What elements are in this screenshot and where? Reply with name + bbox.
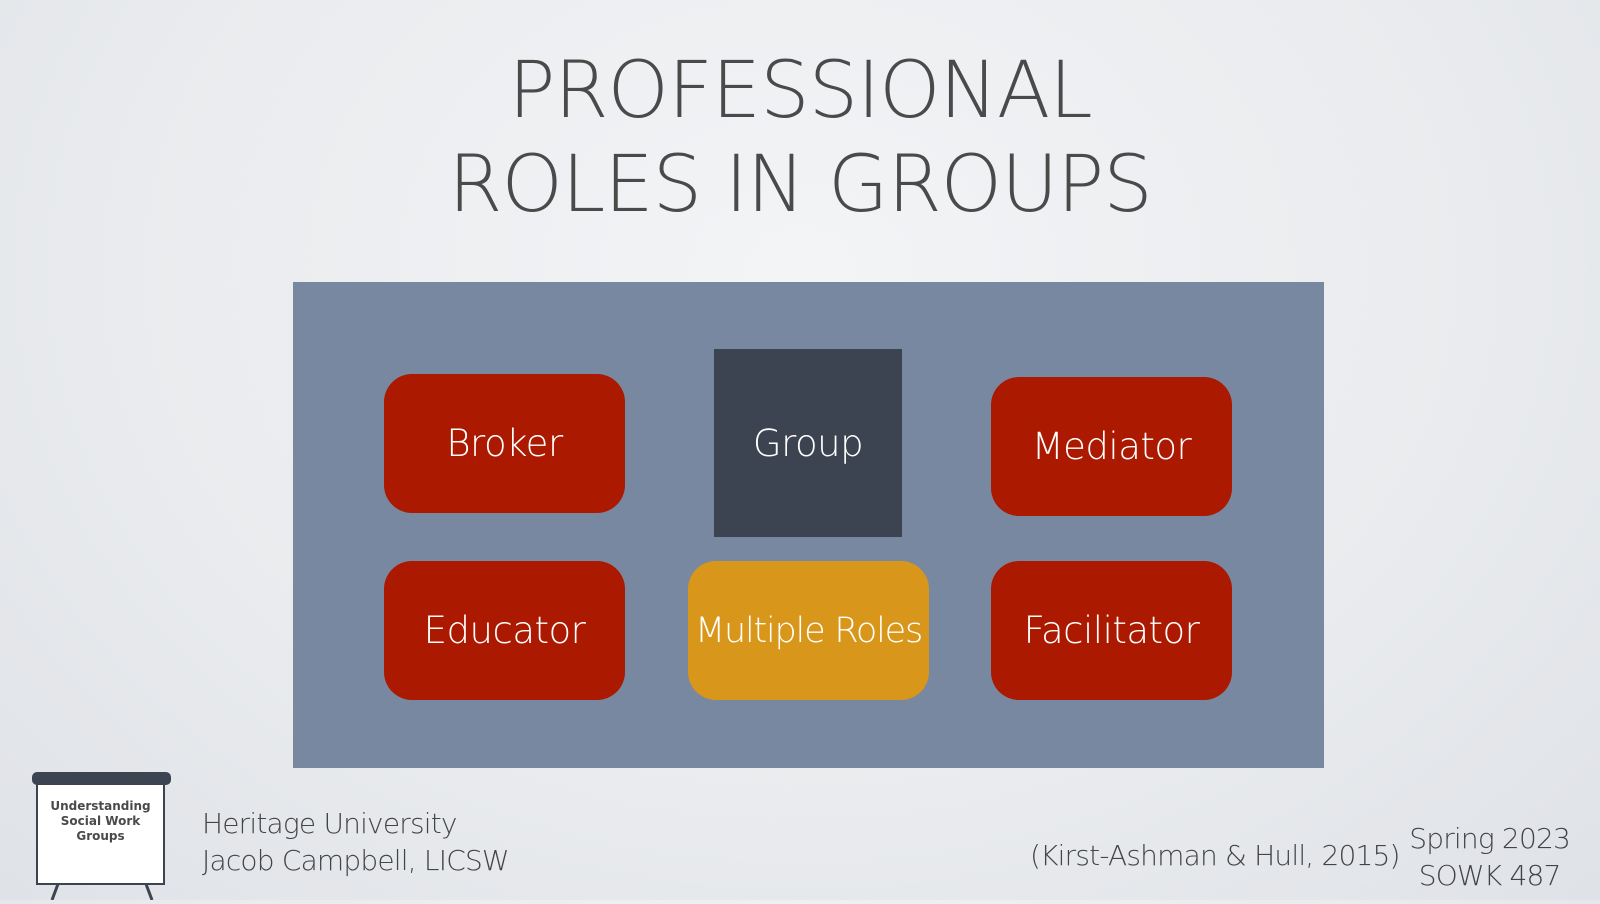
easel-presentation-icon: Understanding Social Work Groups <box>30 772 174 901</box>
role-multiple-roles: Multiple Roles <box>688 561 929 700</box>
easel-text-line-2: Social Work <box>60 814 141 828</box>
course-block: Spring 2023 SOWK 487 <box>1409 820 1571 894</box>
role-label: Mediator <box>1031 425 1192 468</box>
citation: (Kirst-Ashman & Hull, 2015) <box>1030 839 1400 872</box>
role-label: Multiple Roles <box>694 610 923 651</box>
role-mediator: Mediator <box>991 377 1232 516</box>
group-label: Group <box>752 421 864 465</box>
role-label: Facilitator <box>1023 609 1200 652</box>
role-broker: Broker <box>384 374 625 513</box>
slide-title: PROFESSIONAL ROLES IN GROUPS <box>0 44 1600 232</box>
course-code: SOWK 487 <box>1418 859 1562 892</box>
title-line-1: PROFESSIONAL <box>508 46 1092 136</box>
role-educator: Educator <box>384 561 625 700</box>
role-label: Broker <box>446 422 563 465</box>
institution: Heritage University <box>202 807 457 840</box>
author-block: Heritage University Jacob Campbell, LICS… <box>202 805 510 879</box>
center-group: Group <box>714 349 902 537</box>
role-facilitator: Facilitator <box>991 561 1232 700</box>
easel-text-line-3: Groups <box>76 829 125 843</box>
term: Spring 2023 <box>1409 822 1571 855</box>
title-line-2: ROLES IN GROUPS <box>448 140 1152 230</box>
easel-text-line-1: Understanding <box>50 799 151 813</box>
instructor: Jacob Campbell, LICSW <box>202 844 510 877</box>
role-label: Educator <box>423 609 586 652</box>
